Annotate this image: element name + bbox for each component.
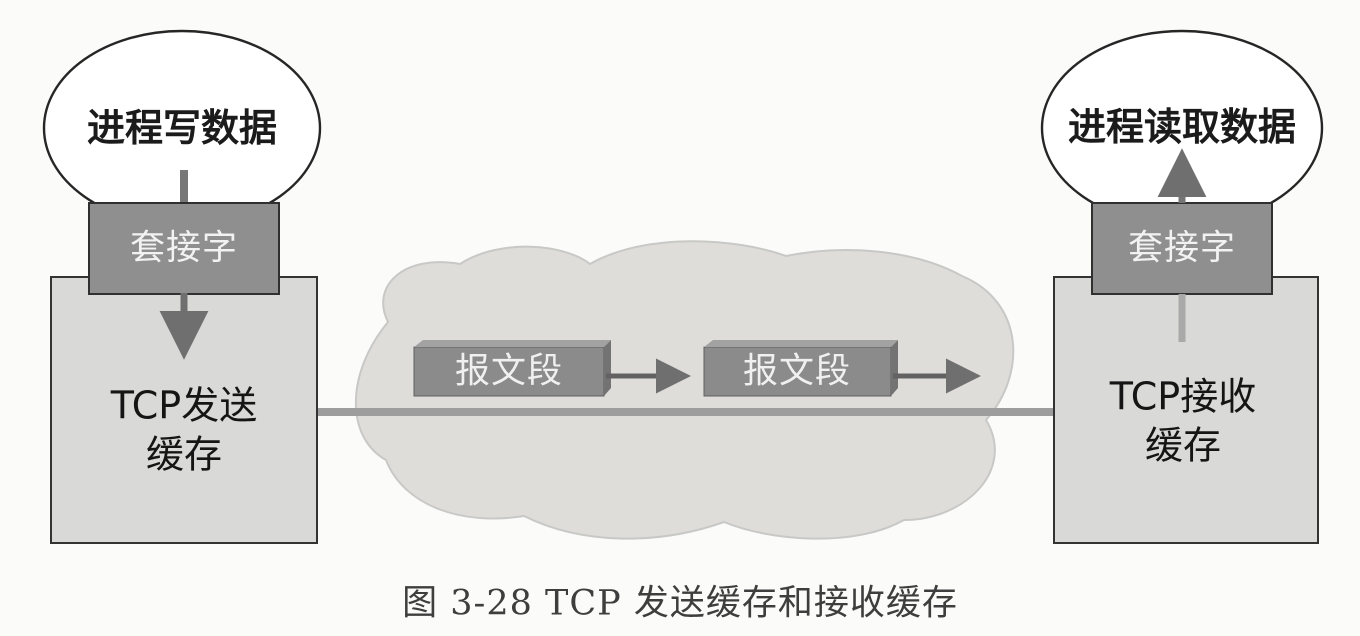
segment-1-top-bevel xyxy=(414,340,611,347)
figure-caption: 图 3-28 TCP 发送缓存和接收缓存 xyxy=(402,583,958,624)
sender-process-label: 进程写数据 xyxy=(86,106,278,150)
segment-2-side-bevel xyxy=(891,340,898,396)
receiver-buffer-label: TCP接收 缓存 xyxy=(1109,374,1257,467)
segment-2-top-bevel xyxy=(704,340,898,347)
sender-buffer-label: TCP发送 缓存 xyxy=(110,383,258,476)
sender-socket-label: 套接字 xyxy=(129,228,239,269)
segment-2-box xyxy=(703,346,892,397)
sender-socket-box xyxy=(88,202,280,295)
receiver-socket-box xyxy=(1091,202,1273,295)
segment-2-label: 报文段 xyxy=(742,351,852,392)
segment-1-label: 报文段 xyxy=(454,351,564,392)
receiver-tcp-buffer-box xyxy=(1053,276,1319,544)
receiver-socket-label: 套接字 xyxy=(1127,228,1237,269)
receiver-process-label: 进程读取数据 xyxy=(1067,105,1297,149)
segment-1-side-bevel xyxy=(604,340,611,396)
